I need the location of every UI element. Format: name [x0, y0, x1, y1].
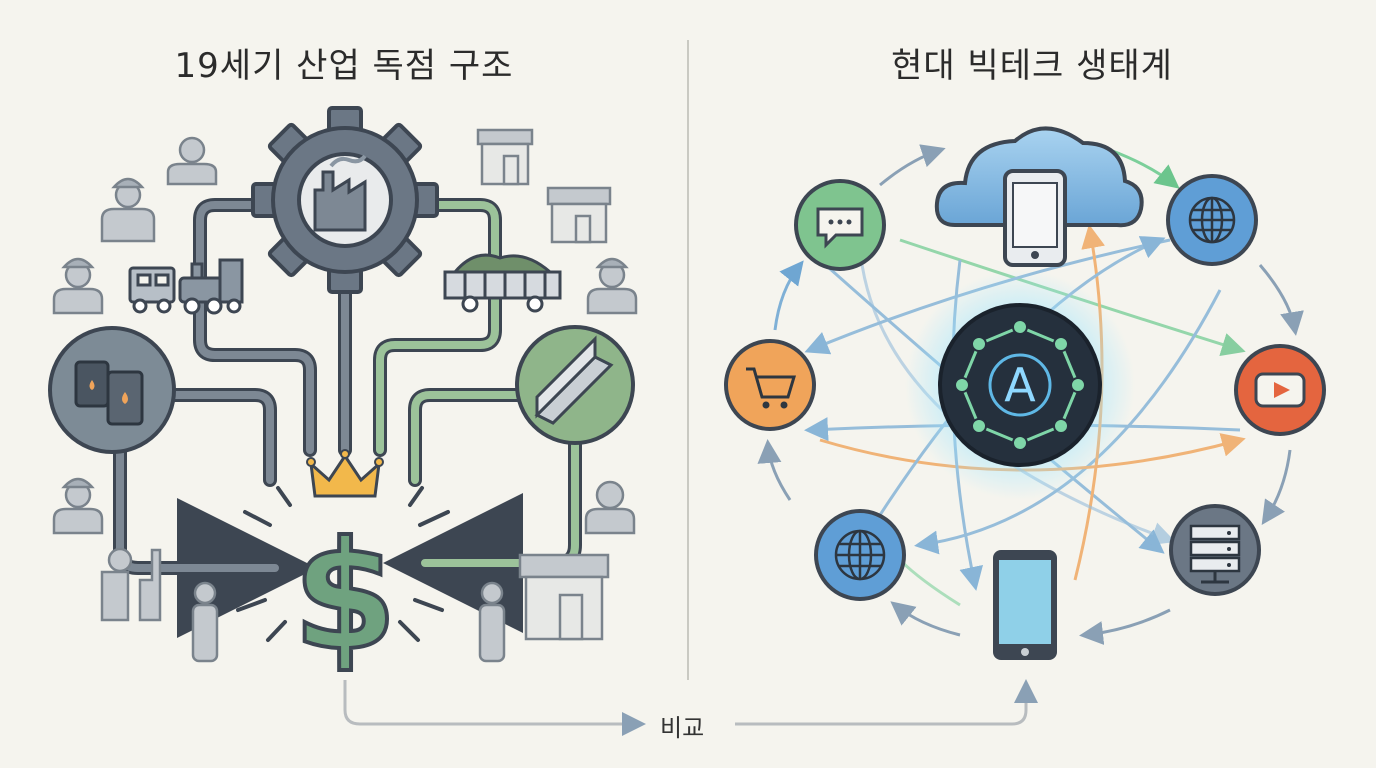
worker-icon — [100, 177, 156, 243]
compare-arrow — [343, 680, 646, 736]
shop-icons — [476, 128, 612, 641]
globe-node — [1166, 174, 1258, 266]
globe-node — [814, 509, 906, 601]
worker-icon — [52, 477, 104, 535]
gear-factory-icon — [251, 106, 439, 294]
left-panel-title: 19세기 산업 독점 구조 — [174, 46, 514, 86]
shop-icon — [476, 128, 534, 186]
coal-cart-icon — [443, 253, 562, 313]
shop-icon — [546, 186, 612, 244]
smartphone-node — [993, 550, 1057, 660]
orbit-arrows — [757, 144, 1304, 645]
locomotive-icon — [128, 258, 244, 315]
hub-letter: A — [1004, 358, 1036, 412]
shop-icon — [518, 553, 610, 641]
factory-worker-icon — [100, 547, 162, 622]
compare-label: 비교 — [660, 714, 705, 742]
video-play-node — [1234, 344, 1326, 436]
worker-icon — [586, 257, 638, 315]
compare-arrow — [735, 679, 1038, 726]
worker-icon — [191, 581, 219, 663]
worker-icon — [166, 136, 218, 186]
crown-icon — [306, 449, 384, 498]
worker-icon — [52, 257, 104, 315]
cloud-phone-node — [934, 126, 1144, 267]
server-node — [1169, 504, 1261, 596]
steel-beam-icon — [515, 325, 635, 445]
right-panel-title: 현대 빅테크 생태계 — [891, 46, 1173, 86]
chat-node — [794, 179, 886, 271]
svg-text:$: $ — [293, 510, 397, 684]
oil-barrels-icon — [48, 326, 176, 454]
burst-lines — [236, 486, 450, 642]
dollar-sign-icon: $ — [291, 508, 399, 686]
worker-icon — [584, 480, 636, 535]
ai-hub-node: A — [905, 270, 1135, 500]
worker-figures — [52, 136, 638, 663]
shopping-cart-node — [724, 339, 816, 431]
worker-icon — [478, 581, 506, 663]
